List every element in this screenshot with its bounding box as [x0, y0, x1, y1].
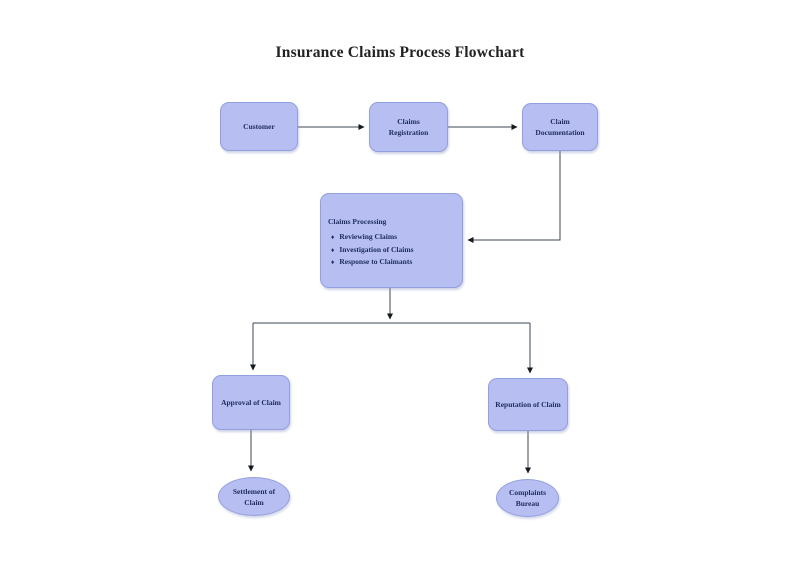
- claims-processing-bullet-3-label: Response to Claimants: [339, 257, 413, 266]
- diamond-bullet-icon: ♦: [331, 246, 335, 254]
- diamond-bullet-icon: ♦: [331, 259, 335, 266]
- page-title: Insurance Claims Process Flowchart: [275, 44, 525, 61]
- claims-processing-bullet-3: ♦ Response to Claimants: [331, 256, 412, 269]
- node-settlement-of-claim[interactable]: Settlement of Claim: [218, 477, 290, 516]
- node-customer[interactable]: Customer: [220, 102, 298, 151]
- node-complaints-bureau-label: Complaints Bureau: [508, 488, 547, 508]
- node-claims-processing[interactable]: Claims Processing ♦ Reviewing Claims ♦ I…: [320, 193, 463, 288]
- node-reputation-of-claim-label: Reputation of Claim: [495, 400, 561, 409]
- node-claims-registration[interactable]: Claims Registration: [369, 102, 448, 152]
- node-approval-of-claim-label: Approval of Claim: [221, 398, 281, 407]
- edge-documentation-to-processing: [467, 151, 561, 243]
- claims-processing-bullet-2-label: Investigation of Claims: [339, 244, 414, 254]
- node-reputation-of-claim[interactable]: Reputation of Claim: [488, 378, 568, 431]
- node-approval-of-claim[interactable]: Approval of Claim: [212, 375, 290, 430]
- claims-processing-bullet-1: ♦ Reviewing Claims: [331, 231, 397, 244]
- claims-processing-bullet-2: ♦ Investigation of Claims: [331, 244, 414, 257]
- node-customer-label: Customer: [243, 122, 275, 131]
- node-claim-documentation-label: Claim Documentation: [535, 117, 585, 137]
- node-claims-registration-label: Claims Registration: [388, 117, 429, 137]
- node-settlement-of-claim-label: Settlement of Claim: [232, 486, 276, 507]
- claims-processing-bullet-1-label: Reviewing Claims: [339, 232, 398, 241]
- diamond-bullet-icon: ♦: [331, 234, 335, 241]
- node-claim-documentation[interactable]: Claim Documentation: [522, 103, 598, 151]
- claims-processing-heading: Claims Processing: [328, 217, 387, 226]
- node-complaints-bureau[interactable]: Complaints Bureau: [496, 479, 559, 517]
